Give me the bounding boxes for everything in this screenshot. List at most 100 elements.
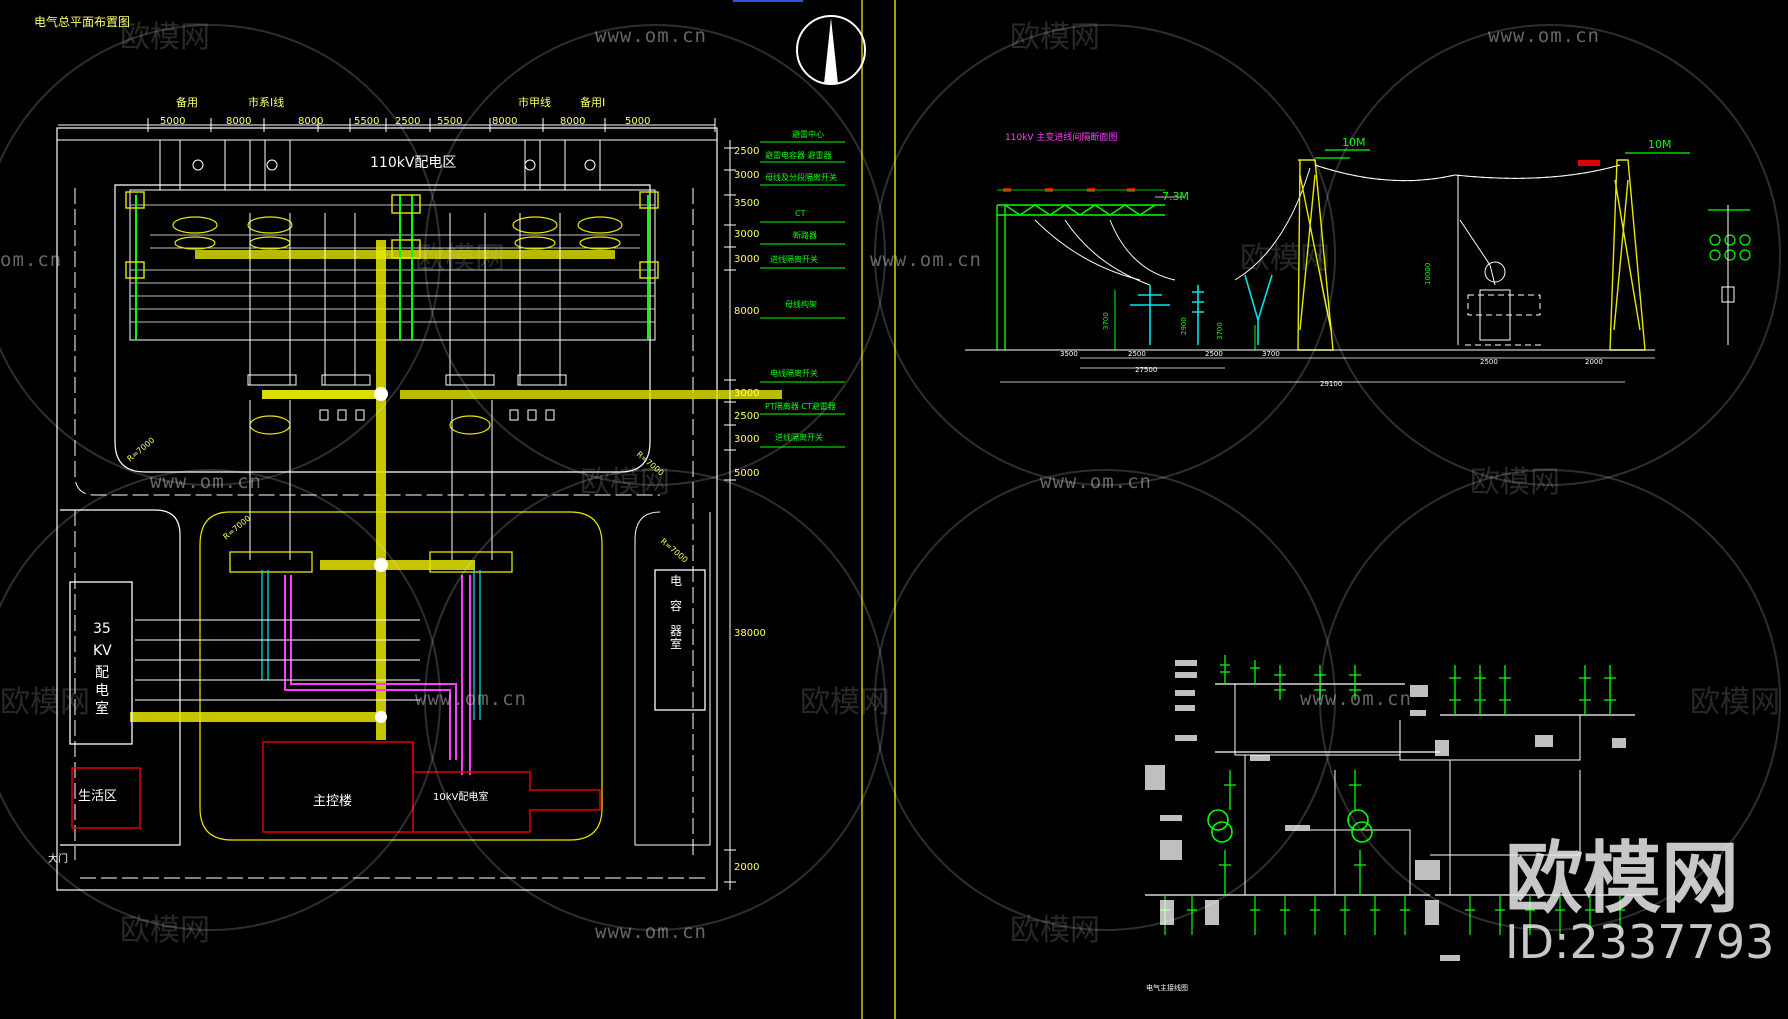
radius-note: R=7000 <box>222 514 253 542</box>
section-dim: 2000 <box>1585 358 1603 366</box>
section-dim: 3500 <box>1060 350 1078 358</box>
main-control-label: 主控楼 <box>313 794 352 809</box>
right-dim: 3000 <box>734 229 759 240</box>
right-dim: 3000 <box>734 254 759 265</box>
right-dim: 3000 <box>734 434 759 445</box>
wm-brand: 欧模网 <box>580 465 670 500</box>
wm-brand: 欧模网 <box>120 913 210 948</box>
equip-label: 电线隔离开关 <box>770 368 818 378</box>
wm-url: www.om.cn <box>150 471 262 493</box>
section-title: 110kV 主变进线间隔断面图 <box>1005 131 1117 143</box>
capacitor-room-char: 电 <box>670 574 682 588</box>
area-110kv-label: 110kV配电区 <box>370 155 456 171</box>
equip-label: 避雷电容器 避雷器 <box>765 150 832 160</box>
brand-overlay: 欧模网 ID:2337793 <box>1505 834 1774 969</box>
left-sheet: 电气总平面布置图 5000 8000 8000 5500 <box>34 14 845 891</box>
bay-label: 备用 <box>176 95 198 109</box>
right-dim: 3500 <box>734 198 759 209</box>
right-dim: 2500 <box>734 411 759 422</box>
top-dim: 8000 <box>226 116 251 127</box>
wm-url-partial: om.cn <box>0 249 62 271</box>
radius-note: R=7000 <box>659 537 690 565</box>
top-dim: 5500 <box>437 116 462 127</box>
top-dim: 2500 <box>395 116 420 127</box>
level-7-3m: 7.3M <box>1162 190 1189 203</box>
right-dim: 38000 <box>734 628 766 639</box>
section-dim-total: 29100 <box>1320 380 1342 388</box>
right-dim: 3000 <box>734 388 759 399</box>
level-10m-a: 10M <box>1342 136 1366 149</box>
wm-brand: 欧模网 <box>1690 685 1780 720</box>
room-35kv-char: 室 <box>95 700 109 717</box>
level-10m-b: 10M <box>1648 138 1672 151</box>
right-dim: 2000 <box>734 862 759 873</box>
section-dim: 2500 <box>1480 358 1498 366</box>
section-dim-total: 27500 <box>1135 366 1157 374</box>
wm-brand: 欧模网 <box>1240 241 1330 276</box>
wm-brand: 欧模网 <box>1470 465 1560 500</box>
room-35kv-char: 配 <box>95 665 109 681</box>
right-dim: 2500 <box>734 146 759 157</box>
north-arrow-icon <box>796 15 866 85</box>
wm-url: www.om.cn <box>1488 25 1600 47</box>
brand-logo-text: 欧模网 <box>1505 834 1739 924</box>
room-10kv-label: 10kV配电室 <box>433 790 488 803</box>
top-dim: 5000 <box>160 116 185 127</box>
bay-label: 备用Ⅰ <box>580 95 605 109</box>
right-dim: 8000 <box>734 306 759 317</box>
sheet-borders <box>733 0 896 1019</box>
equip-label: 断路器 <box>793 230 817 240</box>
wm-url: www.om.cn <box>595 921 707 943</box>
left-sheet-title: 电气总平面布置图 <box>34 14 130 29</box>
height-dim: 10000 <box>1424 263 1432 285</box>
wm-url: www.om.cn <box>870 249 982 271</box>
bay-label: 市甲线 <box>518 95 551 109</box>
wm-brand: 欧模网 <box>0 685 90 720</box>
right-top-section: 110kV 主变进线间隔断面图 7.3M <box>965 131 1751 388</box>
top-dim: 8000 <box>560 116 585 127</box>
top-dim: 5500 <box>354 116 379 127</box>
equip-label: PT隔离器 CT避雷器 <box>765 401 836 411</box>
capacitor-room-char: 器 <box>670 624 682 638</box>
equip-label: 母线及分段隔离开关 <box>765 172 837 182</box>
top-dim: 8000 <box>492 116 517 127</box>
bay-label: 市系Ⅰ线 <box>248 95 284 109</box>
height-dim: 2900 <box>1180 317 1188 335</box>
equip-label: 避雷中心 <box>792 129 824 139</box>
wm-url: www.om.cn <box>595 25 707 47</box>
room-35kv-char: 电 <box>95 683 109 699</box>
equip-label: 进线隔离开关 <box>770 254 818 264</box>
wm-url: www.om.cn <box>1300 688 1412 710</box>
section-dim: 2500 <box>1205 350 1223 358</box>
wm-brand: 欧模网 <box>120 20 210 55</box>
right-bottom-sld: 电气主接线图 <box>1145 655 1645 992</box>
room-35kv-char: 35 <box>93 621 111 637</box>
wm-brand: 欧模网 <box>1010 913 1100 948</box>
top-dim: 8000 <box>298 116 323 127</box>
section-dim: 2500 <box>1128 350 1146 358</box>
height-dim: 3700 <box>1102 312 1110 330</box>
section-dim: 3700 <box>1262 350 1280 358</box>
gate-label: 大门 <box>48 852 68 865</box>
right-dim: 3000 <box>734 170 759 181</box>
living-area-label: 生活区 <box>78 789 117 804</box>
wm-brand: 欧模网 <box>1010 20 1100 55</box>
right-dim: 5000 <box>734 468 759 479</box>
capacitor-room-char: 室 <box>670 636 682 651</box>
height-dim: 3700 <box>1216 322 1224 340</box>
equip-label: 母线构架 <box>785 299 817 309</box>
brand-id-text: ID:2337793 <box>1505 915 1774 969</box>
wm-url: www.om.cn <box>415 688 527 710</box>
wm-brand: 欧模网 <box>415 241 505 276</box>
top-dim: 5000 <box>625 116 650 127</box>
capacitor-room-char: 容 <box>670 598 682 613</box>
room-35kv-char: KV <box>93 643 112 659</box>
watermarks: 欧模网 欧模网 欧模网 欧模网 欧模网 欧模网 欧模网 欧模网 欧模网 欧模网 … <box>0 20 1781 948</box>
wm-url: www.om.cn <box>1040 471 1152 493</box>
sld-caption: 电气主接线图 <box>1146 983 1188 992</box>
equip-label: CT <box>795 209 806 218</box>
radius-note: R=7000 <box>126 436 157 464</box>
wm-brand: 欧模网 <box>800 685 890 720</box>
equip-label: 进线隔离开关 <box>775 432 823 442</box>
